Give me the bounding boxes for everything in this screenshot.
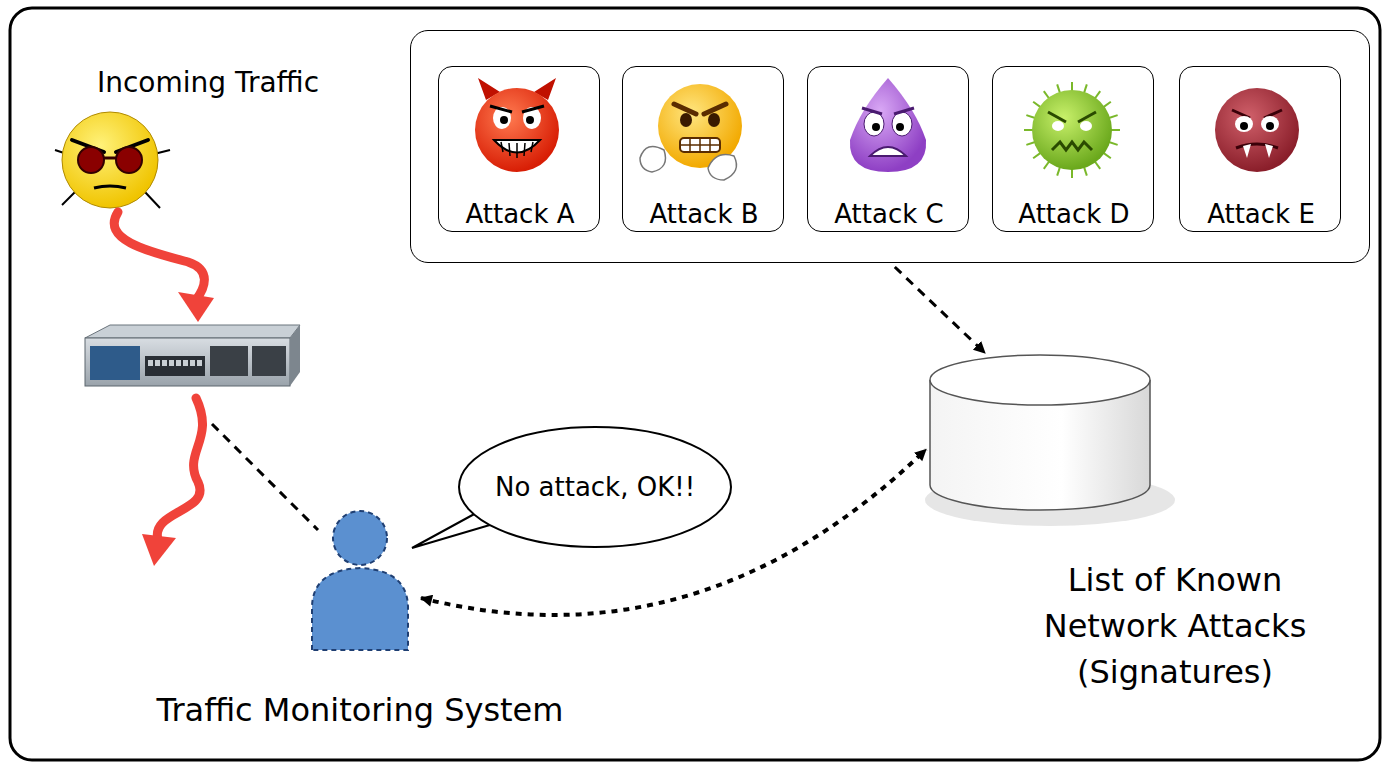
speech-bubble: No attack, OK!! bbox=[468, 440, 722, 534]
attack-box: Attack B bbox=[622, 66, 784, 232]
attack-box: Attack A bbox=[438, 66, 600, 232]
monitor-person: Traffic Monitoring System bbox=[305, 505, 415, 655]
attack-group: Attack A Attack B Attack C Attack D Attack E bbox=[410, 30, 1370, 263]
node-label: List of Known Network Attacks (Signature… bbox=[1015, 557, 1335, 695]
node-label: Incoming Traffic bbox=[58, 66, 358, 100]
node-label: Attack E bbox=[1180, 199, 1342, 229]
node-label: Attack D bbox=[993, 199, 1155, 229]
node-label: No attack, OK!! bbox=[495, 471, 695, 503]
attack-box: Attack D bbox=[992, 66, 1154, 232]
dashed-connector bbox=[421, 449, 926, 615]
node-label: Traffic Monitoring System bbox=[100, 690, 620, 730]
attack-box: Attack C bbox=[807, 66, 969, 232]
node-label: Attack B bbox=[623, 199, 785, 229]
signature-database: List of Known Network Attacks (Signature… bbox=[930, 355, 1150, 515]
attack-box: Attack E bbox=[1179, 66, 1341, 232]
traffic-source: Incoming Traffic bbox=[60, 110, 160, 210]
dashed-connector bbox=[895, 267, 985, 353]
node-label: Attack C bbox=[808, 199, 970, 229]
node-label: Attack A bbox=[439, 199, 601, 229]
